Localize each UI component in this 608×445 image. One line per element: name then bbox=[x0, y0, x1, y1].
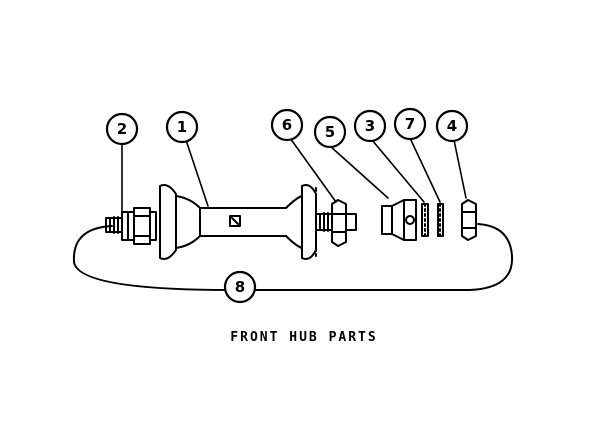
washer-3 bbox=[421, 203, 429, 237]
callout-circle bbox=[393, 107, 427, 141]
right-axle-threads bbox=[315, 212, 333, 232]
callout-label: 7 bbox=[405, 115, 415, 133]
callout-circle bbox=[353, 109, 387, 143]
cone-5 bbox=[381, 199, 417, 241]
callout-circle bbox=[435, 109, 469, 143]
callout-6: 6 bbox=[270, 108, 304, 142]
hub-body bbox=[159, 184, 317, 260]
right-flange bbox=[301, 184, 317, 260]
left-flange bbox=[159, 184, 177, 260]
callout-label: 4 bbox=[447, 117, 457, 135]
callout-1: 1 bbox=[165, 110, 199, 144]
callout-circle bbox=[313, 115, 347, 149]
callout-label: 2 bbox=[117, 120, 127, 138]
callout-circle bbox=[165, 110, 199, 144]
diagram-caption: FRONT HUB PARTS bbox=[230, 330, 378, 345]
left-cone-nut bbox=[133, 207, 157, 245]
callout-7: 7 bbox=[393, 107, 427, 141]
callout-4: 4 bbox=[435, 109, 469, 143]
lock-washer-7 bbox=[437, 203, 444, 237]
callout-circle bbox=[270, 108, 304, 142]
callouts: 2 1 6 5 3 7 4 8 bbox=[105, 107, 469, 304]
callout-2: 2 bbox=[105, 112, 139, 146]
loop-line bbox=[72, 223, 514, 291]
callout-label: 3 bbox=[365, 117, 375, 135]
callout-label: 1 bbox=[177, 118, 187, 136]
callout-label: 6 bbox=[282, 116, 292, 134]
callout-label: 5 bbox=[325, 123, 335, 141]
callout-label: 8 bbox=[235, 278, 245, 296]
callout-circle bbox=[105, 112, 139, 146]
axle-nut-4 bbox=[461, 199, 477, 241]
locknut-6 bbox=[331, 199, 357, 247]
callout-5: 5 bbox=[313, 115, 347, 149]
callout-3: 3 bbox=[353, 109, 387, 143]
leader-lines bbox=[121, 137, 467, 213]
left-axle-stub bbox=[105, 211, 135, 241]
callout-circle bbox=[223, 270, 257, 304]
callout-8: 8 bbox=[223, 270, 257, 304]
